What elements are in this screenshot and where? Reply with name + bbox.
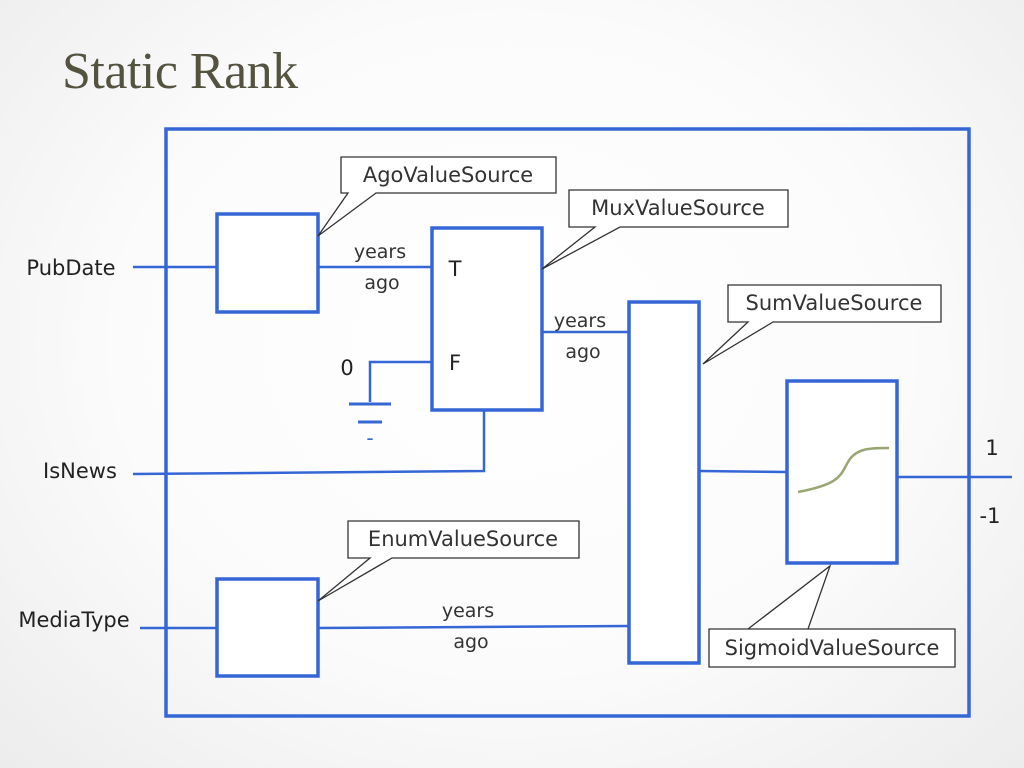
input-pubdate-label: PubDate <box>26 256 115 280</box>
outer-frame <box>164 127 971 718</box>
sigmoid-curve-icon <box>797 446 890 494</box>
callout-mux <box>541 189 789 270</box>
wire-label-years-3: years <box>442 600 494 622</box>
input-mediatype-label: MediaType <box>18 608 129 632</box>
wire-label-years-1: years <box>354 241 406 263</box>
mux-value-source-block <box>430 226 544 412</box>
callout-sigmoid <box>708 564 956 668</box>
callout-sum <box>702 284 942 365</box>
enum-value-source-block <box>215 577 320 678</box>
sum-value-source-block <box>627 300 701 665</box>
input-isnews-label: IsNews <box>43 459 117 483</box>
wire-sum-to-sigmoid <box>698 469 788 474</box>
wire-label-ago-2: ago <box>565 341 600 363</box>
ground-minus-label: - <box>366 426 373 450</box>
callout-enum <box>317 520 580 602</box>
ago-value-source-label: AgoValueSource <box>363 163 533 187</box>
sigmoid-value-source-label: SigmoidValueSource <box>725 636 940 660</box>
ago-value-source-block <box>215 212 320 314</box>
mux-value-source-label: MuxValueSource <box>591 196 765 220</box>
slide-title: Static Rank <box>62 43 298 100</box>
sum-value-source-label: SumValueSource <box>746 291 923 315</box>
wire-label-ago-1: ago <box>364 272 399 294</box>
wire-label-ago-3: ago <box>453 631 488 653</box>
mux-port-false: F <box>449 351 461 375</box>
wire-enum-to-sum <box>317 624 630 630</box>
output-max-label: 1 <box>985 436 998 460</box>
callout-ago <box>317 156 557 237</box>
enum-value-source-label: EnumValueSource <box>368 527 558 551</box>
mux-port-true: T <box>448 257 462 281</box>
wire-zero-to-mux <box>368 360 432 402</box>
wire-isnews <box>132 410 486 476</box>
constant-zero-label: 0 <box>340 356 353 380</box>
wire-label-years-2: years <box>554 310 606 332</box>
output-min-label: -1 <box>980 504 1001 528</box>
